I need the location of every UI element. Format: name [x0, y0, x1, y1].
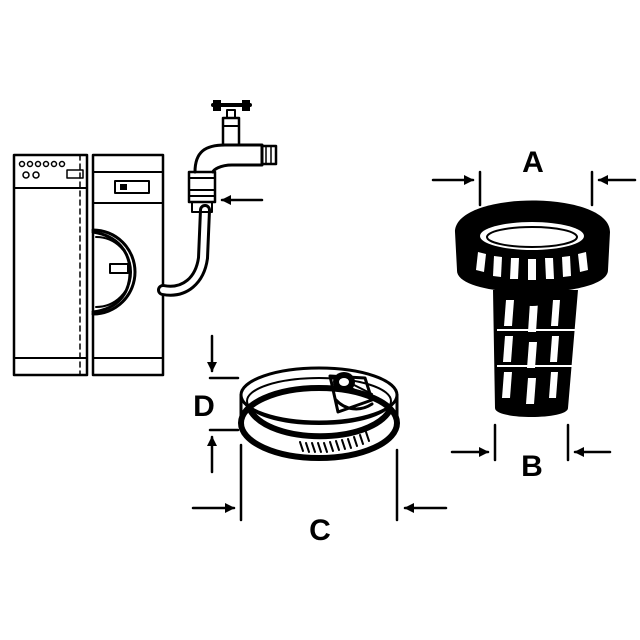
water-tap: [193, 100, 278, 174]
door-porthole: [91, 228, 137, 316]
control-knobs: [18, 160, 84, 179]
hose-clamp: [238, 366, 400, 461]
label-c: C: [309, 514, 331, 547]
label-d: D: [193, 390, 215, 423]
dimension-d: [207, 334, 240, 474]
tap-handle: [211, 100, 252, 111]
dimension-b: [450, 423, 612, 462]
tap-coupling: [187, 170, 217, 213]
hose-tail-fitting: [455, 200, 610, 417]
clamp-screw: [328, 372, 374, 414]
clamp-band-slots: [299, 431, 370, 453]
label-a: A: [522, 146, 544, 179]
label-b: B: [521, 450, 543, 483]
dimension-c: [191, 443, 448, 522]
washing-machine: [12, 153, 165, 377]
tail-ribs: [497, 300, 575, 404]
nut-knurling: [476, 252, 588, 280]
dimension-a: [431, 170, 637, 207]
inlet-hose: [157, 204, 211, 297]
